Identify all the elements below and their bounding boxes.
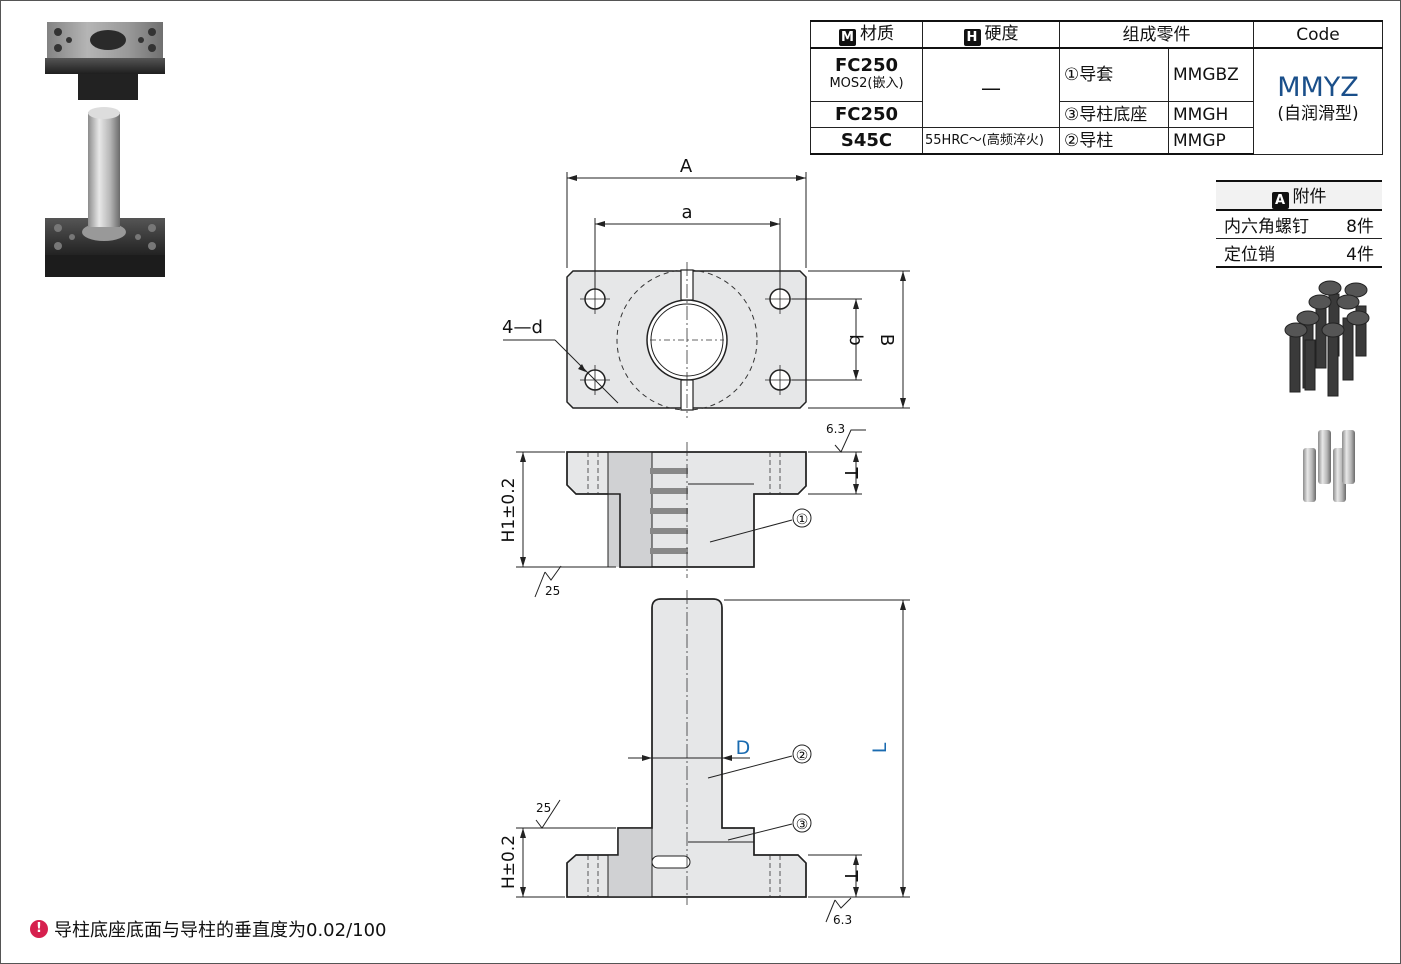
roughness-top-label: 6.3: [826, 422, 845, 436]
part-cell: ①导套: [1059, 47, 1169, 102]
table-row: FC250 MOS2(嵌入) — ①导套 MMGBZ MMYZ (自润滑型): [810, 47, 1383, 155]
material-cell: FC250 MOS2(嵌入): [810, 47, 923, 102]
screw-icon: [1284, 280, 1370, 397]
hardness-cell: 55HRC～(高频淬火): [922, 127, 1060, 155]
dim-H-label: H±0.2: [499, 835, 519, 889]
code-value: MMYZ: [1277, 72, 1359, 104]
dim-a-lower-label: a: [681, 202, 692, 223]
part-cell: ③导柱底座: [1059, 101, 1169, 128]
dim-T1-label: T: [840, 467, 861, 480]
dim-D-label: D: [736, 737, 751, 759]
hole-label: 4—d: [502, 317, 543, 338]
dim-B-label: B: [876, 334, 897, 346]
accessory-qty: 8件: [1331, 210, 1382, 239]
dim-H1-label: H1±0.2: [499, 478, 519, 543]
callout-1: ①: [796, 512, 809, 528]
note-text: 导柱底座底面与导柱的垂直度为0.02/100: [54, 920, 387, 941]
hardness-cell: —: [922, 47, 1060, 128]
accessory-name: 定位销: [1216, 238, 1332, 268]
material-cell: S45C: [810, 127, 923, 155]
callout-2: ②: [796, 748, 809, 764]
bushing-side-view: [516, 429, 866, 598]
dim-T2-label: T: [840, 870, 861, 883]
callout-3: ③: [796, 817, 809, 833]
hardness-badge-icon: H: [963, 29, 981, 46]
dowel-pin-icon: [1303, 430, 1355, 502]
perpendicularity-note: ! 导柱底座底面与导柱的垂直度为0.02/100: [30, 916, 387, 942]
table-row: S45C 55HRC～(高频淬火) ②导柱 MMGP: [810, 127, 1383, 155]
roughness-25b-label: 25: [536, 801, 551, 815]
dim-L-label: L: [869, 742, 891, 753]
warning-icon: !: [30, 920, 48, 938]
table-row: FC250 ③导柱底座 MMGH: [810, 101, 1383, 128]
list-item: 定位销 4件: [1216, 238, 1382, 268]
part-cell: ②导柱: [1059, 127, 1169, 155]
list-item: 内六角螺钉 8件: [1216, 210, 1382, 239]
pillar-side-view: [516, 590, 910, 923]
roughness-bottom-label: 6.3: [833, 913, 852, 927]
accessory-qty: 4件: [1331, 238, 1382, 268]
header-parts: 组成零件: [1059, 20, 1254, 49]
part-code-cell: MMGP: [1168, 127, 1254, 155]
roughness-25a-label: 25: [545, 584, 560, 598]
dim-b-label: b: [845, 334, 866, 345]
top-view: [503, 172, 910, 418]
accessory-badge-icon: A: [1271, 192, 1289, 209]
material-cell: FC250: [810, 101, 923, 128]
code-note: (自润滑型): [1277, 104, 1359, 125]
part-code-cell: MMGH: [1168, 101, 1254, 128]
code-cell: MMYZ (自润滑型): [1253, 47, 1383, 155]
material-badge-icon: M: [839, 29, 856, 46]
accessory-name: 内六角螺钉: [1216, 210, 1332, 239]
part-code-cell: MMGBZ: [1168, 47, 1254, 102]
header-code: Code: [1253, 20, 1383, 49]
product-photo: [45, 22, 165, 277]
dim-a-upper-label: A: [680, 156, 693, 177]
